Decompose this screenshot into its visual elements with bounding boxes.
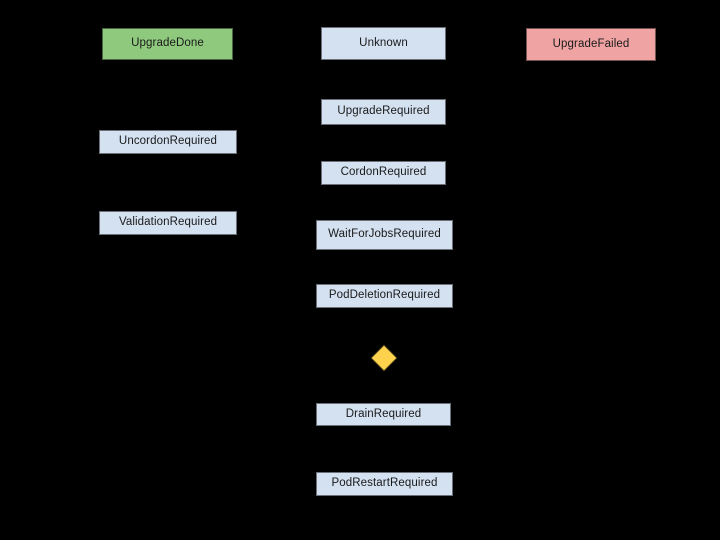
node-upgrade-failed[interactable]: UpgradeFailed — [526, 28, 656, 61]
node-drain-required[interactable]: DrainRequired — [316, 403, 451, 426]
node-cordon-required[interactable]: CordonRequired — [321, 161, 446, 185]
node-label: CordonRequired — [340, 166, 427, 179]
node-label: UpgradeDone — [131, 37, 204, 50]
node-label: ValidationRequired — [118, 216, 218, 229]
node-uncordon-required[interactable]: UncordonRequired — [99, 130, 237, 154]
node-label: WaitForJobsRequired — [328, 228, 441, 241]
node-label: PodRestartRequired — [331, 477, 438, 490]
node-label: Unknown — [359, 36, 408, 49]
node-pod-restart-required[interactable]: PodRestartRequired — [316, 472, 453, 496]
node-label: UncordonRequired — [118, 135, 218, 148]
node-label: DrainRequired — [345, 407, 422, 420]
node-validation-required[interactable]: ValidationRequired — [99, 211, 237, 235]
node-label: UpgradeFailed — [552, 37, 630, 50]
node-unknown[interactable]: Unknown — [321, 27, 446, 60]
node-upgrade-required[interactable]: UpgradeRequired — [321, 99, 446, 125]
node-pod-deletion-required[interactable]: PodDeletionRequired — [316, 284, 453, 308]
node-wait-for-jobs-required[interactable]: WaitForJobsRequired — [316, 220, 453, 250]
node-label: PodDeletionRequired — [328, 289, 441, 302]
node-upgrade-done[interactable]: UpgradeDone — [102, 28, 233, 60]
decision-diamond-icon[interactable] — [370, 344, 398, 372]
node-label: UpgradeRequired — [337, 105, 430, 118]
